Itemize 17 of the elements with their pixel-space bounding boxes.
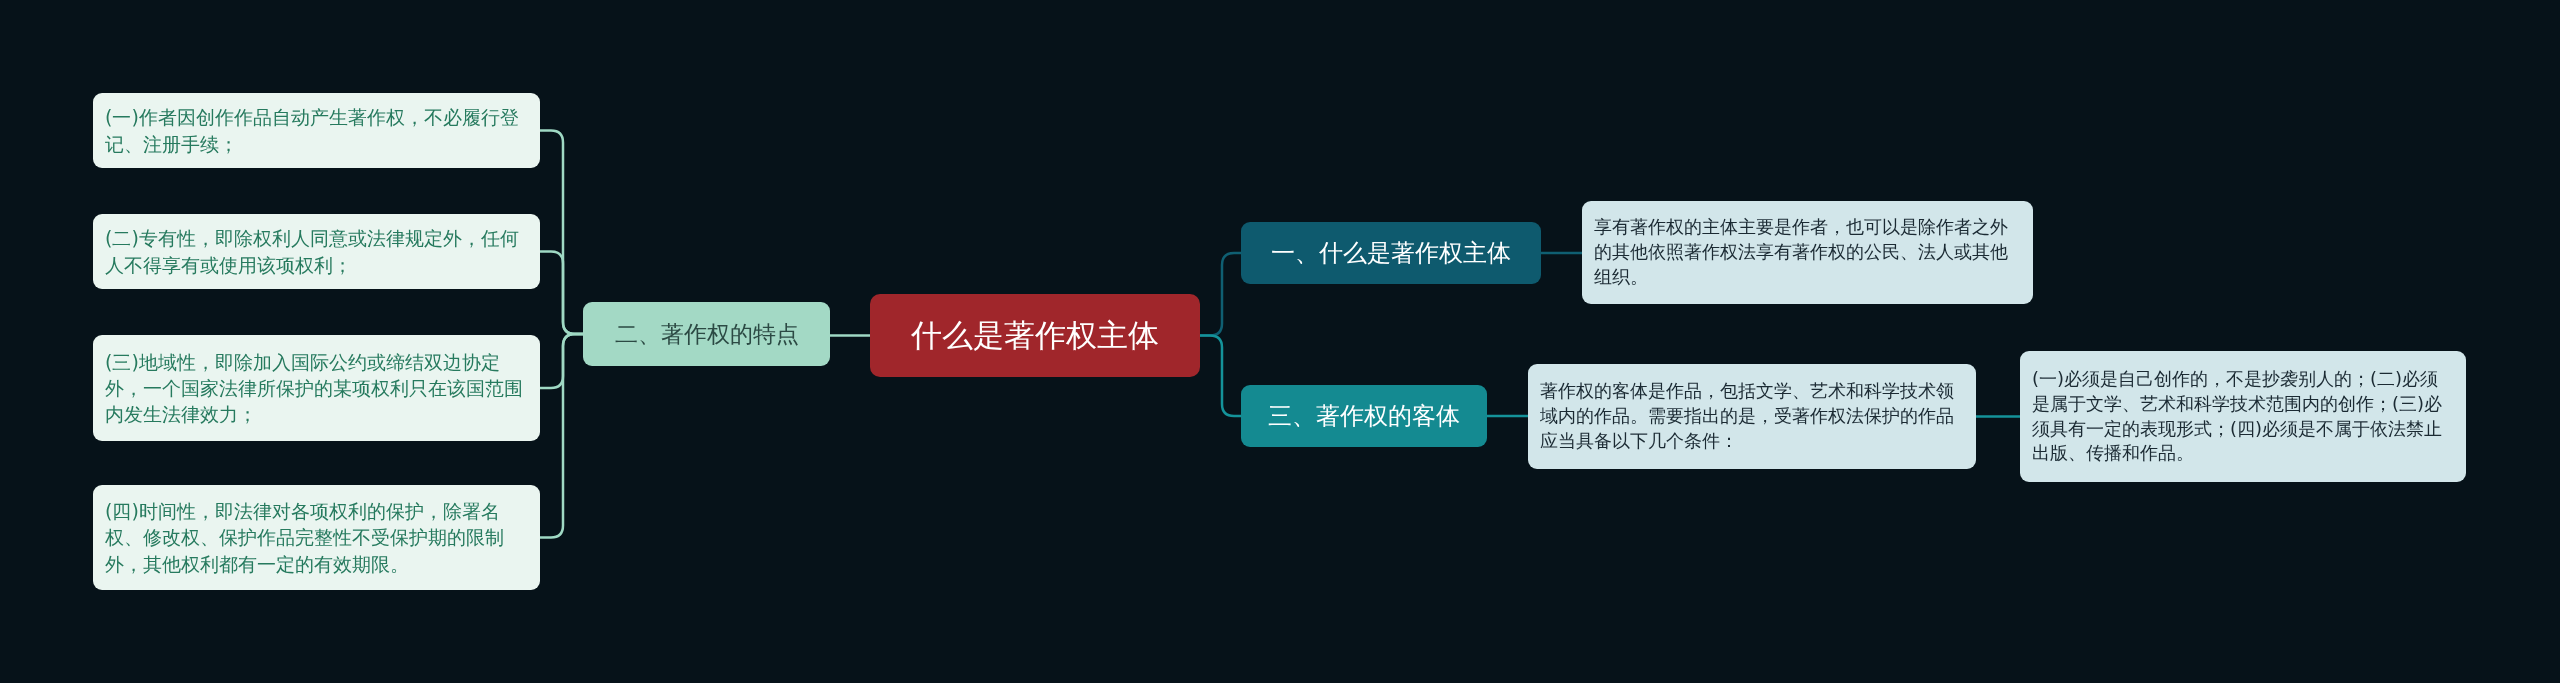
connector-line [1541,251,1582,255]
detail-box: (四)时间性，即法律对各项权利的保护，除署名权、修改权、保护作品完整性不受保护期的限制外，其他权利都有一定的有效期限。 [93,485,540,590]
connector-line [540,332,583,539]
detail-box: 享有著作权的主体主要是作者，也可以是除作者之外的其他依照著作权法享有著作权的公民、法人或其他组织。 [1582,201,2033,304]
central-topic-box: 什么是著作权主体 [870,294,1200,377]
detail-box: (一)必须是自己创作的，不是抄袭别人的；(二)必须是属于文学、艺术和科学技术范围内的创作；(三)必须具有一定的表现形式；(四)必须是不属于依法禁止出版、传播和作品。 [2020,351,2466,482]
branch-topic-box: 二、著作权的特点 [583,302,830,366]
detail-box: 著作权的客体是作品，包括文学、艺术和科学技术领域内的作品。需要指出的是，受著作权法保护的作品应当具备以下几个条件： [1528,364,1976,469]
detail-box: (三)地域性，即除加入国际公约或缔结双边协定外，一个国家法律所保护的某项权利只在该国范围内发生法律效力； [93,335,540,441]
connector-line [830,334,870,337]
detail-box: (二)专有性，即除权利人同意或法律规定外，任何人不得享有或使用该项权利； [93,214,540,289]
branch-topic-box: 三、著作权的客体 [1241,385,1487,447]
connector-line [1976,415,2020,418]
detail-box: (一)作者因创作作品自动产生著作权，不必履行登记、注册手续； [93,93,540,168]
connector-line [1200,334,1241,418]
branch-topic-box: 一、什么是著作权主体 [1241,222,1541,284]
connector-line [1487,414,1528,418]
